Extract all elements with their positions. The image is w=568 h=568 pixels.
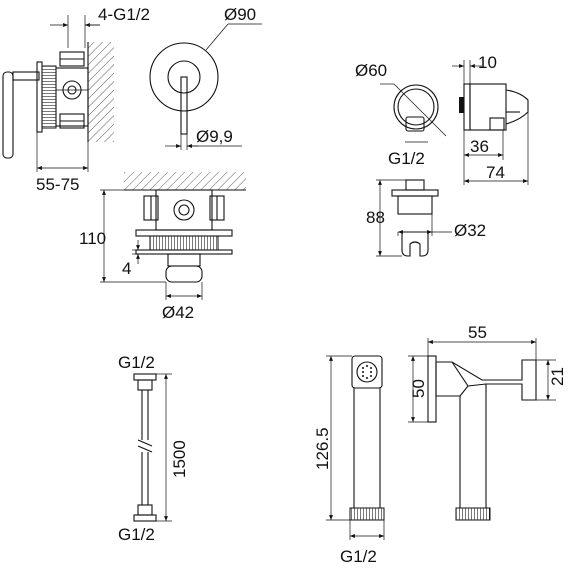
holder-side-view: 10 36 74 <box>452 53 529 185</box>
valve-body-dia-label: Ø42 <box>162 303 194 322</box>
spray-width-label: 55 <box>468 323 487 342</box>
valve-height-label: 110 <box>79 229 106 248</box>
hose-view: G1/2 1500 G1/2 <box>118 353 189 544</box>
holder-height-label: 88 <box>366 208 385 227</box>
wall-hatching <box>88 42 114 142</box>
valve-spindle-dia-label: Ø9,9 <box>196 127 233 146</box>
spray-length-label: 126.5 <box>313 427 332 470</box>
valve-plate-dia-label: Ø90 <box>224 5 256 24</box>
holder-length-label: 74 <box>486 163 505 182</box>
hose-length-label: 1500 <box>170 440 189 478</box>
spray-nozzle-dots <box>362 365 372 379</box>
valve-cover-plate <box>149 42 219 112</box>
valve-side-view: 4-G1/2 55-75 <box>2 5 150 194</box>
valve-lever <box>2 71 14 159</box>
spray-front-view: 126.5 G1/2 <box>313 355 385 566</box>
valve-plate-thick-label: 4 <box>122 259 131 278</box>
spray-head-height-label: 50 <box>409 379 428 398</box>
spray-head-depth-label: 21 <box>548 367 567 386</box>
valve-depth-label: 55-75 <box>36 175 79 194</box>
holder-outlet-dia-label: Ø32 <box>454 221 486 240</box>
holder-outlet-view: 88 Ø32 <box>366 179 486 257</box>
hose-bottom-thread-label: G1/2 <box>118 525 155 544</box>
hose-top-thread-label: G1/2 <box>118 353 155 372</box>
holder-depth2-label: 36 <box>470 137 489 156</box>
valve-thread-label: 4-G1/2 <box>98 5 150 24</box>
holder-dia-label: Ø60 <box>355 61 387 80</box>
spray-side-view: 55 50 21 <box>408 323 567 521</box>
valve-front-view: Ø90 Ø9,9 <box>149 5 262 150</box>
wall-hatching-top <box>124 172 246 190</box>
valve-top-view: 110 4 Ø42 <box>79 172 246 322</box>
holder-thread-label: G1/2 <box>388 149 425 168</box>
spray-thread-label: G1/2 <box>340 547 377 566</box>
holder-depth-label: 10 <box>478 53 497 72</box>
holder-front-view: Ø60 G1/2 <box>355 61 447 168</box>
